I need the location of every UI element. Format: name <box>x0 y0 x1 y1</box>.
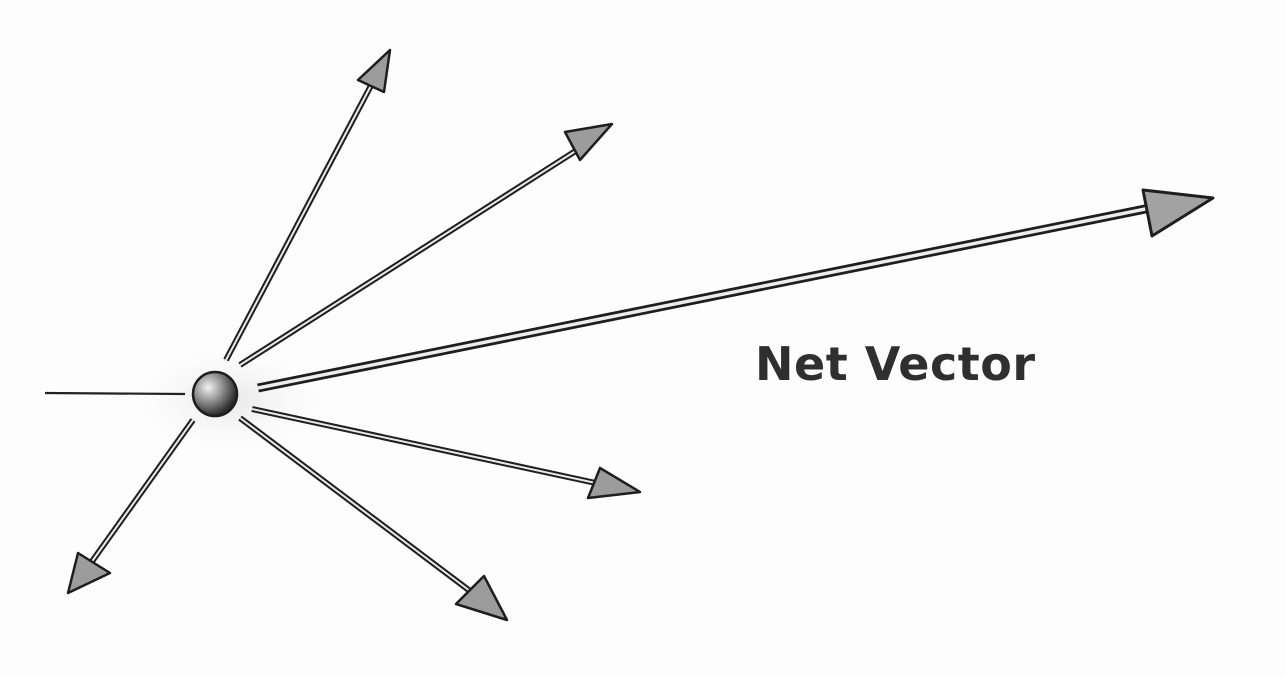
incoming-line <box>45 393 185 394</box>
vector-arrow-down-right <box>240 418 507 620</box>
net-vector-label: Net Vector <box>755 337 1036 391</box>
vector-arrow-right-down <box>252 409 640 498</box>
vector-arrow-down-left <box>68 420 193 593</box>
net-vector-arrow <box>258 190 1213 388</box>
origin-point <box>193 372 237 416</box>
vector-arrow-up-steep <box>226 50 390 360</box>
